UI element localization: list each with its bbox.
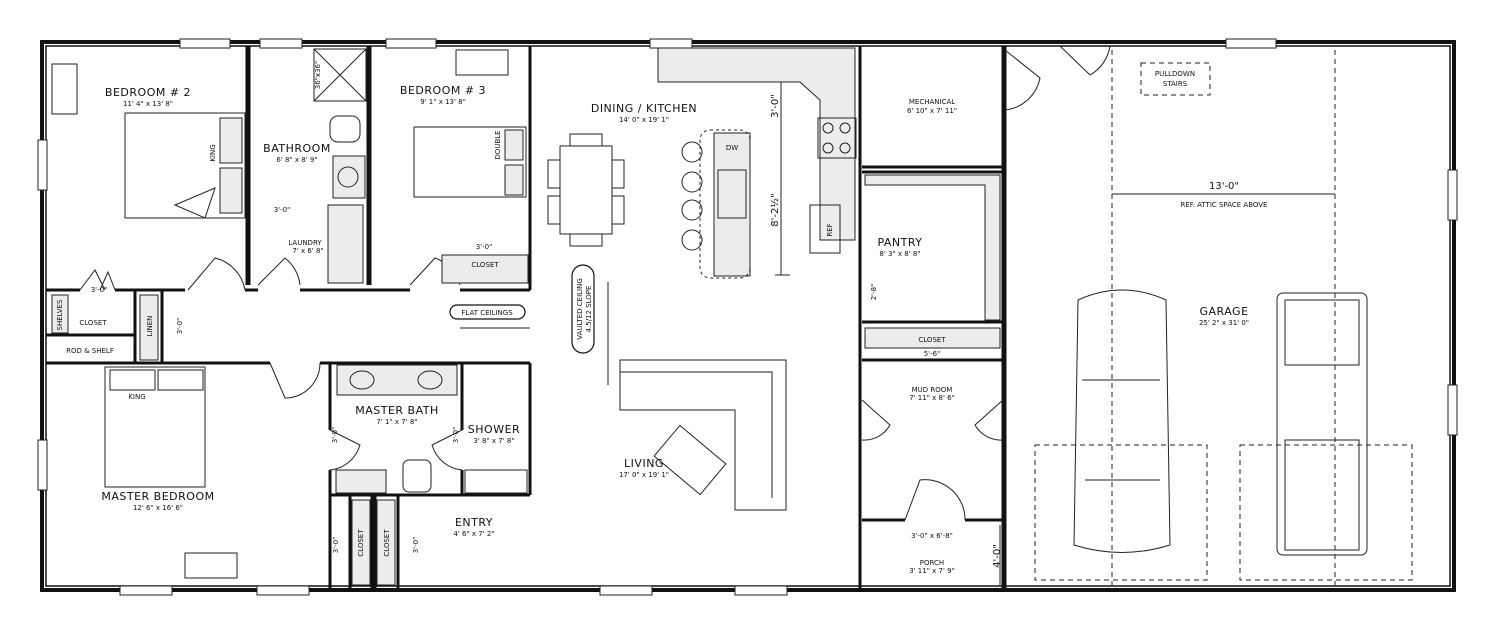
room-name-porch: PORCH [920,559,944,567]
dim-closet-door-1: 3'-0" [332,537,340,554]
dim-shower-door: 3'-0" [452,427,460,444]
room-size-bathroom: 6' 8" x 8' 9" [276,156,317,164]
room-size-shower: 3' 8" x 7' 8" [473,437,514,445]
room-size-entry: 4' 6" x 7' 2" [453,530,494,538]
label-closet-hall: CLOSET [79,319,107,327]
label-closet-master-1: CLOSET [357,529,365,557]
room-size-mud-room: 7' 11" x 8' 6" [909,394,955,402]
dim-closet-5-6: 5'-6" [924,350,941,358]
room-size-master-bath: 7' 1" x 7' 8" [376,418,417,426]
label-king: KING [209,144,217,161]
label-double: DOUBLE [494,130,502,159]
label-shower-size: 36"x36" [314,61,322,89]
room-size-master-bedroom: 12' 6" x 16' 6" [133,504,183,512]
dimension-lines [460,82,1001,585]
dim-attic-width: 13'-0" [1209,181,1239,192]
doors [79,45,1111,521]
room-name-mud-room: MUD ROOM [912,386,953,394]
room-name-master-bath: MASTER BATH [355,404,439,417]
interior-walls [46,46,1007,590]
label-attic: REF. ATTIC SPACE ABOVE [1181,201,1268,209]
dim-island: 8'-2½" [769,193,781,226]
kitchen-fixtures [547,47,1001,349]
room-size-living: 17' 0" x 19' 1" [619,471,669,479]
room-name-bathroom: BATHROOM [263,142,331,155]
vaulted-ceiling-tag: VAULTED CEILING 4.5/12 SLOPE [571,264,595,354]
dim-linen-door: 3'-0" [176,318,184,335]
label-closet-mud: CLOSET [918,336,946,344]
bed-double-bedroom3 [413,49,527,198]
label-stairs: STAIRS [1163,80,1188,88]
dim-master-bath-door: 3'-0" [331,427,339,444]
label-pulldown: PULLDOWN [1155,70,1195,78]
bed-king-master [104,366,238,579]
dim-counter: 3'-0" [770,94,781,118]
svg-text:VAULTED CEILING: VAULTED CEILING [576,278,584,340]
bathroom-fixtures [51,48,529,586]
room-size-laundry: 7' x 6' 8" [292,247,323,255]
room-name-mechanical: MECHANICAL [909,98,955,106]
garage-vehicles [1034,50,1413,585]
room-name-entry: ENTRY [455,516,493,529]
room-name-master-bedroom: MASTER BEDROOM [101,490,214,503]
label-closet-master-2: CLOSET [383,529,391,557]
dim-pantry-door: 2'-8" [870,284,878,301]
windows [37,38,1458,596]
label-linen: LINEN [146,316,154,337]
svg-text:FLAT CEILINGS: FLAT CEILINGS [461,309,513,317]
room-name-garage: GARAGE [1199,305,1248,318]
label-refrigerator: REF [826,223,834,236]
label-king-master: KING [128,393,145,401]
dim-closet-door: 3'-0" [91,286,108,294]
label-dishwasher: DW [726,144,738,152]
room-name-laundry: LAUNDRY [288,239,322,247]
label-closet-bedroom3: CLOSET [471,261,499,269]
room-size-garage: 25' 2" x 31' 0" [1199,319,1249,327]
label-shelves: SHELVES [56,299,64,330]
flat-ceilings-tag: FLAT CEILINGS [449,304,526,320]
room-name-bedroom2: BEDROOM # 2 [105,86,191,99]
living-furniture [619,359,787,511]
room-name-dining-kitchen: DINING / KITCHEN [591,102,697,115]
room-size-bedroom2: 11' 4" x 13' 8" [123,100,173,108]
dim-closet-door-2: 3'-0" [412,537,420,554]
room-size-mechanical: 6' 10" x 7' 11" [907,107,957,115]
room-size-dining-kitchen: 14' 0" x 19' 1" [619,116,669,124]
room-size-bedroom3: 9' 1" x 13' 8" [420,98,466,106]
dim-bedroom3-closet-door: 3'-0" [476,243,493,251]
label-rod-shelf: ROD & SHELF [66,347,114,355]
bed-king-bedroom2 [51,63,246,219]
room-name-shower: SHOWER [468,423,520,436]
dim-porch-door: 3'-0" x 6'-8" [911,532,953,540]
room-size-pantry: 8' 3" x 8' 8" [879,250,920,258]
room-name-living: LIVING [624,457,664,470]
room-size-porch: 3' 11" x 7' 9" [909,567,955,575]
dim-bath-door: 3'-0" [274,206,291,214]
svg-text:4.5/12 SLOPE: 4.5/12 SLOPE [585,286,593,333]
dim-porch-depth: 4'-0" [992,544,1003,568]
room-name-pantry: PANTRY [877,236,922,249]
room-name-bedroom3: BEDROOM # 3 [400,84,486,97]
